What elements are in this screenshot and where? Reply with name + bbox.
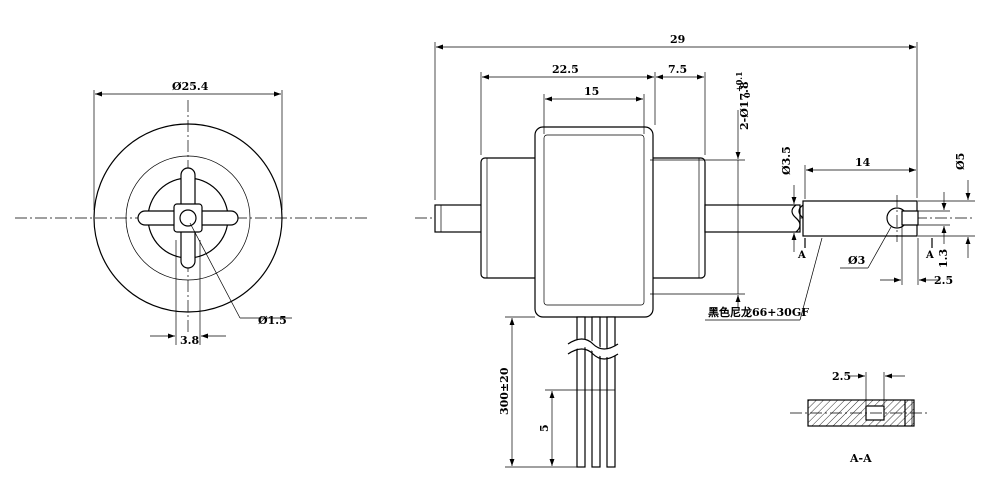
leader-material-note <box>799 237 823 321</box>
sleeve-slot <box>901 210 919 226</box>
dim-outer-diameter: Ø25.4 <box>172 80 209 93</box>
dim-core-length: 15 <box>584 85 599 98</box>
front-pin-circle <box>179 209 197 227</box>
dim-strip-length: 5 <box>538 424 551 432</box>
dim-section-slot: 2.5 <box>832 370 851 383</box>
side-view: A A 29 22.5 7.5 15 2-Ø17.8 +0.1 0 <box>415 33 975 468</box>
section-view: 2.5 A-A <box>790 370 930 465</box>
front-shaft-square <box>173 203 203 233</box>
right-shaft <box>704 204 801 233</box>
dim-total-length: 29 <box>670 33 685 46</box>
shaft-break <box>791 204 801 233</box>
dim-wire-length: 300±20 <box>498 367 511 415</box>
front-outer-circle <box>93 123 283 313</box>
dim-shaft-diameter: Ø3.5 <box>780 146 793 175</box>
section-mark-right: A <box>925 250 934 261</box>
dim-sleeve-diameter: Ø5 <box>954 153 967 170</box>
dim-shaft-width: 3.8 <box>180 334 199 347</box>
core-inner-frame <box>543 134 645 306</box>
dim-mount-tol-lower: 0 <box>742 92 752 98</box>
dim-slot: 2.5 <box>934 274 953 287</box>
dim-mount-holes: 2-Ø17.8 <box>738 81 751 130</box>
dim-hole-diameter: Ø3 <box>848 254 865 267</box>
dim-sleeve-length: 14 <box>855 156 871 169</box>
leader-pin-diameter <box>189 222 241 319</box>
dim-mount-tol-upper: +0.1 <box>734 71 744 92</box>
dim-shaft-length: 7.5 <box>668 63 687 76</box>
core-block <box>534 126 654 318</box>
front-inner-circle <box>125 155 251 281</box>
left-shaft <box>434 204 486 233</box>
dim-pin-diameter: Ø1.5 <box>258 314 287 327</box>
wire-break <box>567 338 619 350</box>
front-view: Ø25.4 Ø1.5 3.8 <box>15 80 368 347</box>
dim-body-length: 22.5 <box>552 63 579 76</box>
section-mark-left: A <box>797 250 806 261</box>
section-label: A-A <box>849 452 872 465</box>
lead-wires <box>567 316 623 468</box>
coupling-sleeve <box>802 200 918 237</box>
leader-hole-diameter <box>867 226 892 269</box>
dim-gap: 1.3 <box>937 249 950 268</box>
material-note: 黑色尼龙66+30GF <box>708 305 809 319</box>
